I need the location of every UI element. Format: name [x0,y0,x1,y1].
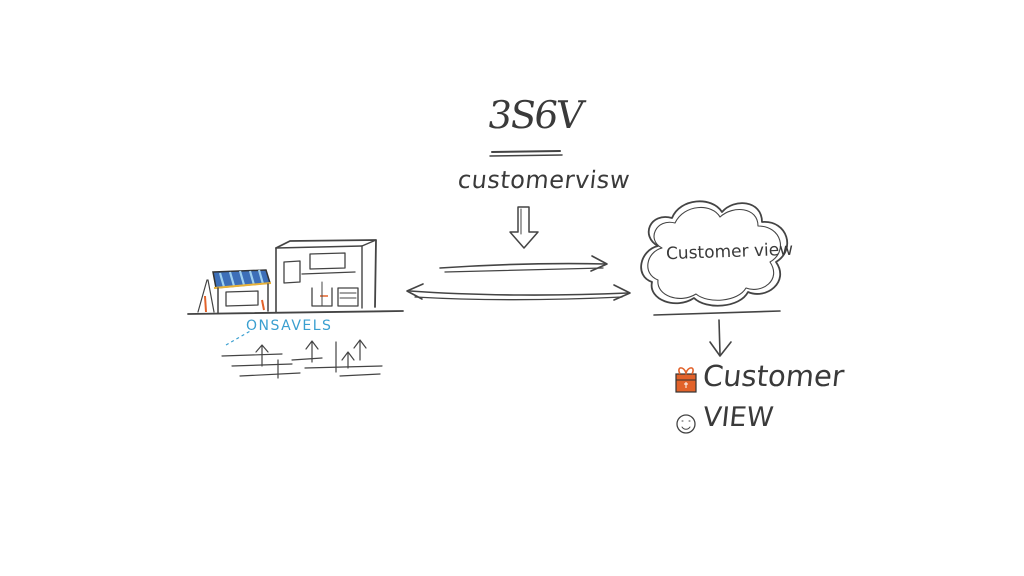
smiley-face-icon [676,414,696,434]
gift-box-icon [675,367,697,393]
diagram-title: 3S6V [484,93,585,137]
title-underline [489,150,563,157]
result-customer-label: Customer [701,359,846,393]
shop-icon [197,269,272,314]
down-arrow-top [509,206,539,249]
cloud-icon [640,200,788,316]
down-arrow-cloud [709,319,732,357]
channel-arrows [221,329,383,379]
cloud-label: Customer view [665,239,794,265]
channels-label: ONSAVELS [246,318,333,334]
diagram-subtitle: customervisw [456,166,632,194]
double-arrow [406,255,631,301]
building-icon [187,239,404,315]
result-view-label: VIEW [701,402,775,433]
